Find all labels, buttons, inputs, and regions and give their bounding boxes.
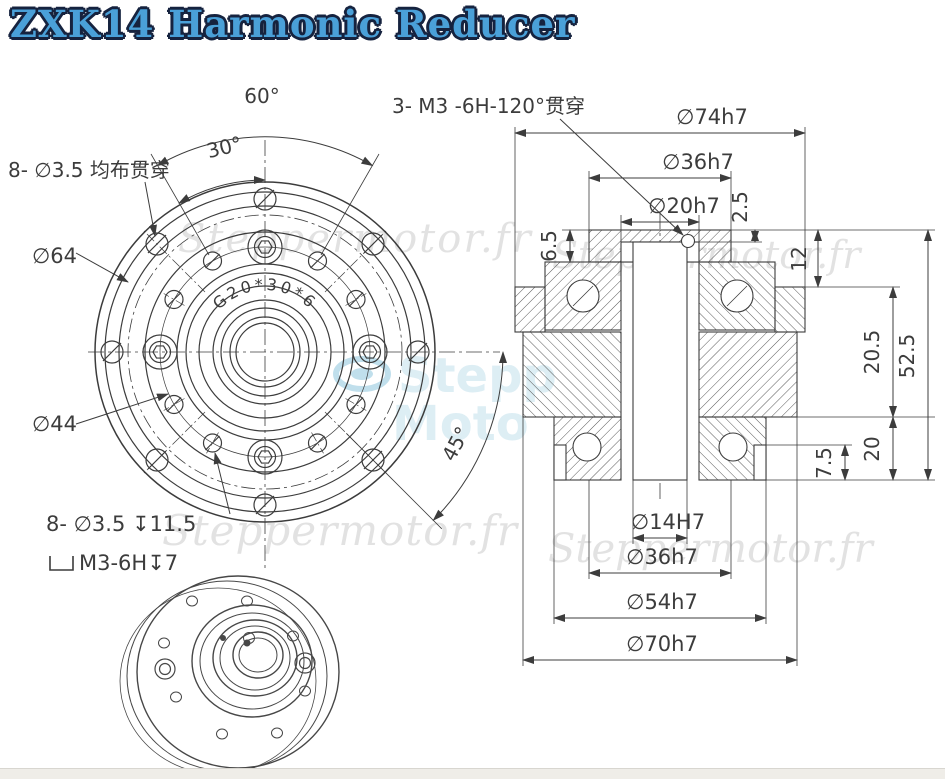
dimension-lines [514,129,932,664]
tapped-hole-leader [559,118,684,236]
dim-6-5: 6.5 [537,230,561,262]
watermark-text: Steppermotor.fr [162,506,520,555]
dia-64-label: ∅64 [32,244,77,268]
inner-holes-note: 8- ∅3.5 ↧11.5 [46,512,196,536]
iso-bolt-holes [158,595,311,740]
watermark-gray-bottom-left: Steppermotor.fr [162,506,520,555]
dim-20-5: 20.5 [860,330,884,375]
dim-54h7: ∅54h7 [626,590,698,614]
section-body [514,229,806,481]
leader-lines [75,181,231,515]
dim-12: 12 [787,246,811,271]
dim-36h7-bottom: ∅36h7 [626,545,698,569]
dim-74h7: ∅74h7 [676,105,748,129]
dia-44-label: ∅44 [32,412,77,436]
dim-14H7: ∅14H7 [631,510,705,534]
dim-20h7: ∅20h7 [648,194,720,218]
tapped-holes-note: 3- M3 -6H-120°贯穿 [392,94,585,118]
angle-30-label: 30° [204,131,244,163]
iso-socket-screws [154,652,316,680]
drawing-title: ZXK14 Harmonic Reducer [10,2,576,46]
angle-dimensions [150,136,507,530]
dim-2-5: 2.5 [728,191,752,223]
watermark-gray-top-left: Steppermotor.fr [178,216,534,262]
logo-swirl-center-icon [351,368,373,380]
outer-holes-note: 8- ∅3.5 均布贯穿 [8,158,170,182]
dim-36h7-top: ∅36h7 [662,150,734,174]
counterbore-symbol-icon [49,556,74,571]
dim-52-5: 52.5 [895,334,919,379]
tapped-hole-indicator [680,233,696,249]
watermark-text: Steppermotor.fr [178,216,534,262]
iso-view [119,575,340,775]
watermark-text: Steppermotor.fr [548,526,876,572]
front-view: G20*30*6 60° 30° 45° 8- ∅3. [8,84,507,575]
dim-7-5: 7.5 [812,447,836,479]
thread-note: M3-6H↧7 [79,551,178,575]
watermark-gray-bottom-right: Steppermotor.fr [548,526,876,572]
angle-60-label: 60° [244,84,279,108]
dim-70h7: ∅70h7 [626,632,698,656]
next-image-strip [0,768,945,779]
section-view: 3- M3 -6H-120°贯穿 ∅74h7 ∅36h7 ∅20h7 ∅14H7… [392,94,935,666]
dim-20: 20 [860,436,884,461]
